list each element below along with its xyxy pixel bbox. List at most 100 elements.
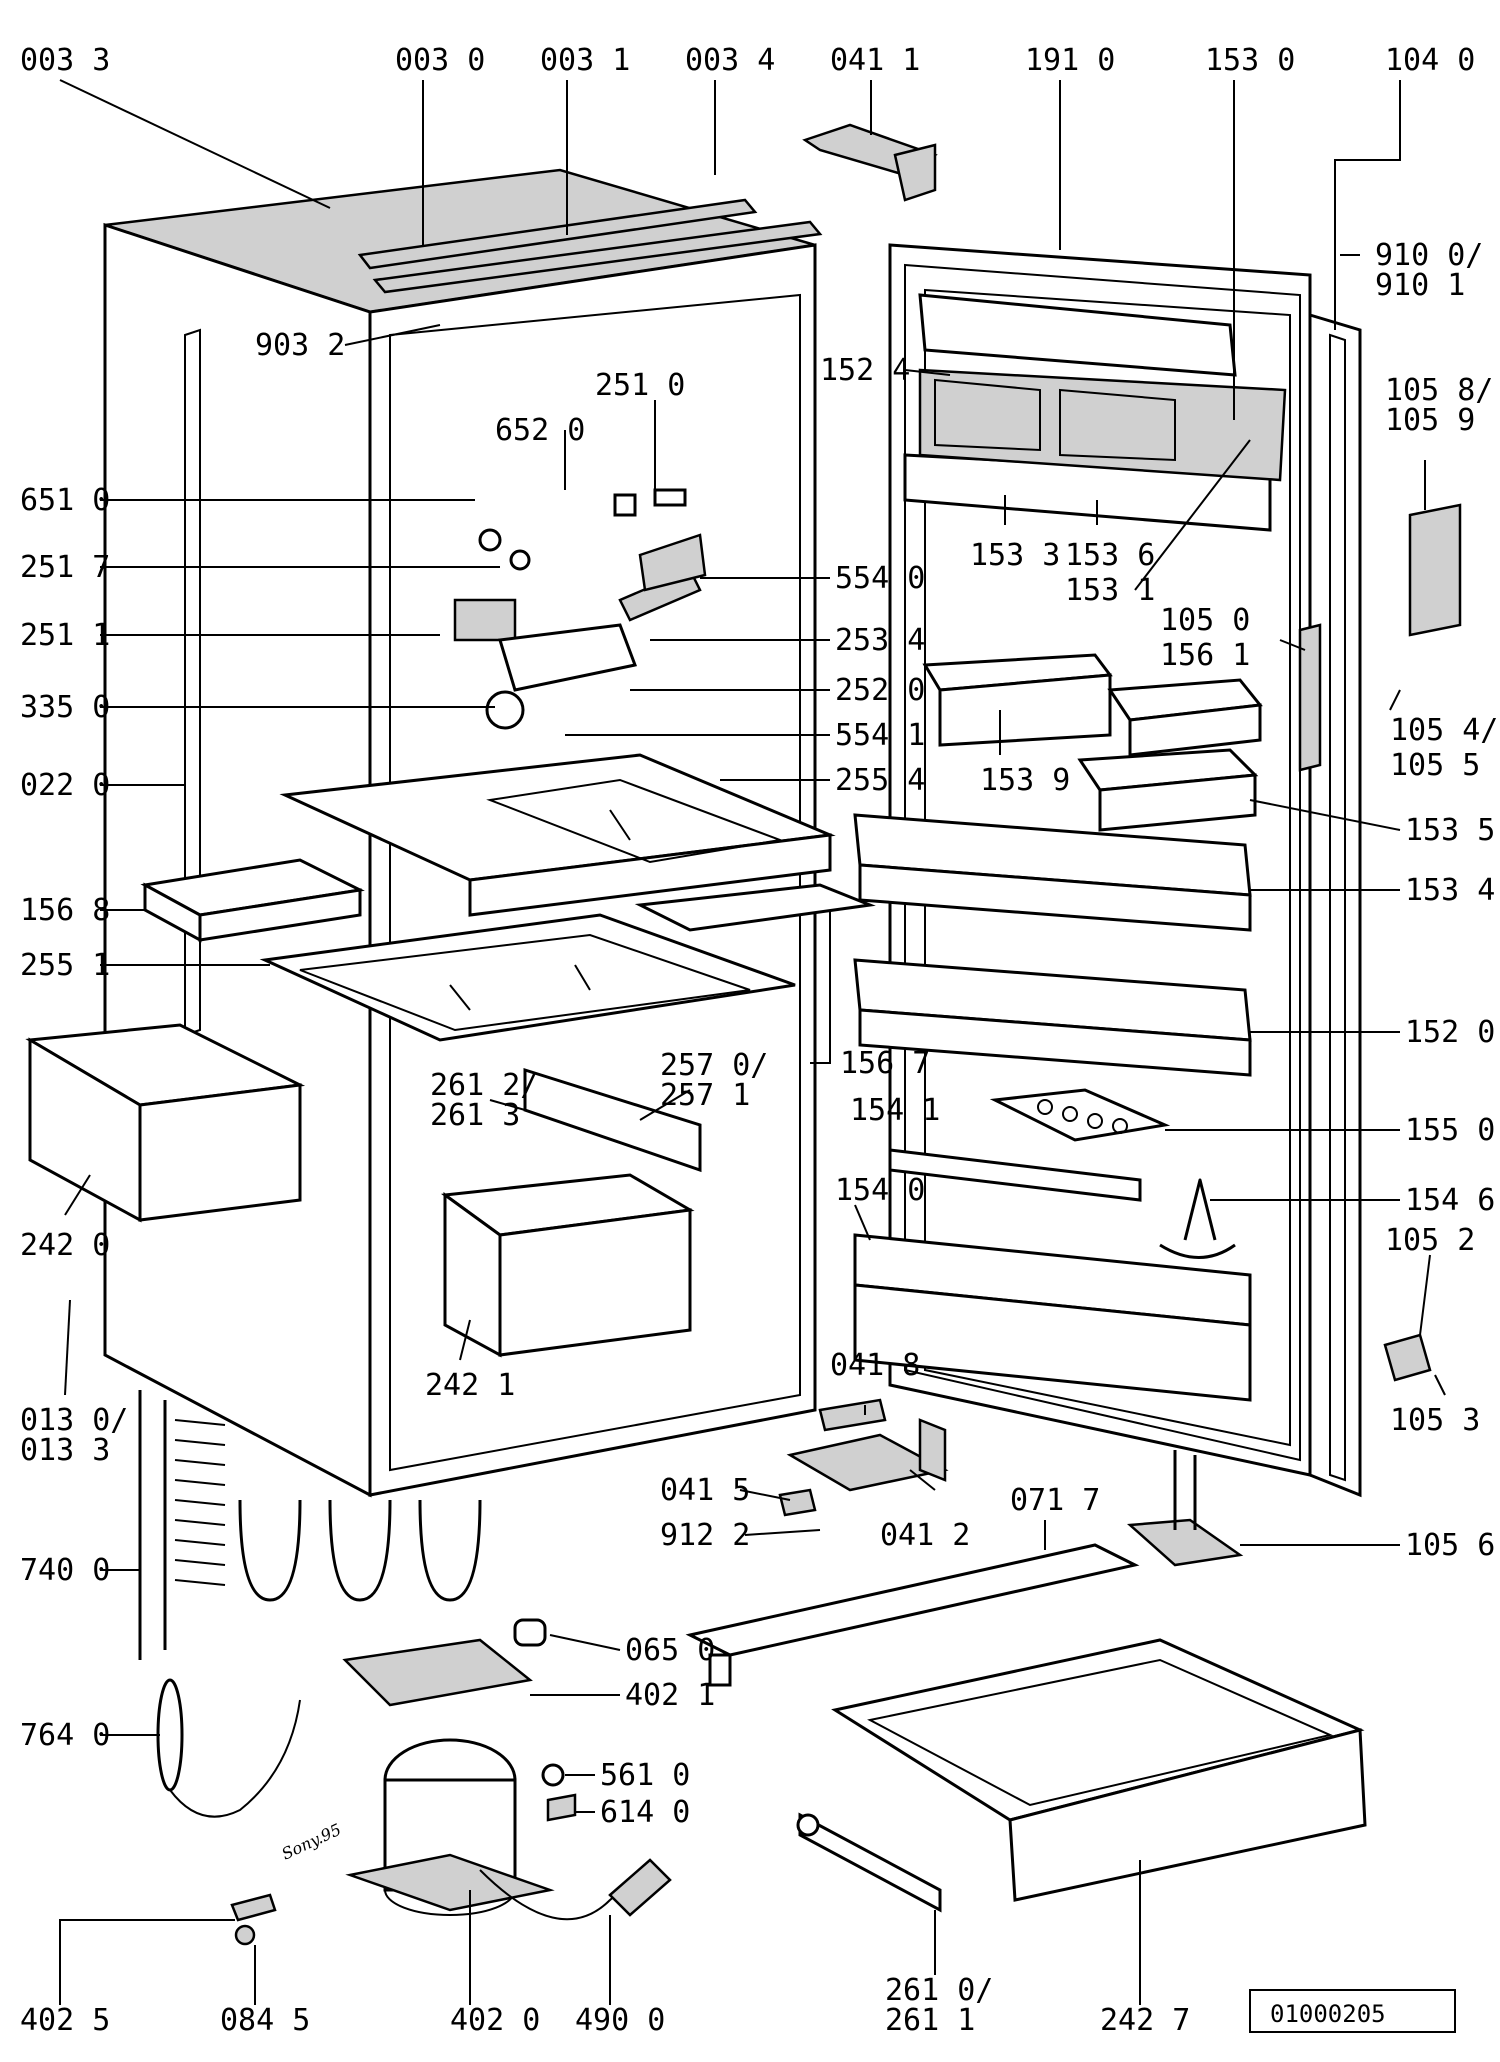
part-label: 554 1 bbox=[835, 718, 925, 753]
leader-lines bbox=[59, 79, 1446, 2005]
part-label: 154 1 bbox=[850, 1093, 940, 1128]
door-bin-1540 bbox=[853, 1233, 1252, 1402]
handwritten-date: Sony.95 bbox=[279, 1820, 344, 1864]
part-label: 764 0 bbox=[20, 1718, 110, 1753]
freezer-compartment bbox=[279, 753, 836, 917]
part-label: 156 1 bbox=[1160, 638, 1250, 673]
part-label: 105 4/ bbox=[1390, 713, 1498, 748]
part-label: 651 0 bbox=[20, 483, 110, 518]
part-label: 261 3 bbox=[430, 1098, 520, 1133]
thermostat-assembly bbox=[453, 488, 707, 730]
compressor-mount-4021 bbox=[342, 1638, 533, 1707]
part-label: 003 1 bbox=[540, 43, 630, 78]
ice-tray bbox=[140, 858, 365, 943]
part-label: 105 6 bbox=[1405, 1528, 1495, 1563]
part-label: 154 6 bbox=[1405, 1183, 1495, 1218]
part-label: 152 0 bbox=[1405, 1015, 1495, 1050]
crisper-drawer-small bbox=[440, 1173, 695, 1358]
part-label: 105 8/ bbox=[1385, 373, 1493, 408]
part-label: 251 7 bbox=[20, 550, 110, 585]
part-label: 402 5 bbox=[20, 2003, 110, 2038]
shelf-support bbox=[523, 1067, 702, 1173]
door-bin-1534 bbox=[853, 813, 1252, 932]
part-label: 191 0 bbox=[1025, 43, 1115, 78]
small-parts bbox=[230, 1398, 887, 1946]
part-label: 261 2/ bbox=[430, 1068, 538, 1103]
part-label: 242 7 bbox=[1100, 2003, 1190, 2038]
top-hinge-0411 bbox=[802, 123, 938, 202]
part-label: 554 0 bbox=[835, 561, 925, 596]
drip-tray bbox=[634, 883, 876, 932]
drawing-id-box: 01000205 bbox=[1249, 1989, 1456, 2033]
part-label: 251 0 bbox=[595, 368, 685, 403]
part-label: 153 4 bbox=[1405, 873, 1495, 908]
condenser-vents bbox=[174, 1419, 226, 1586]
part-label: 257 1 bbox=[660, 1078, 750, 1113]
part-label: 041 8 bbox=[830, 1348, 920, 1383]
part-label: 013 0/ bbox=[20, 1403, 128, 1438]
part-label: 335 0 bbox=[20, 690, 110, 725]
part-label: 740 0 bbox=[20, 1553, 110, 1588]
part-label: 022 0 bbox=[20, 768, 110, 803]
part-label: 003 4 bbox=[685, 43, 775, 78]
part-label: 912 2 bbox=[660, 1518, 750, 1553]
part-labels: 003 3 003 0 003 1 003 4 041 1 191 0 153 … bbox=[20, 43, 1498, 2038]
bottle-retainer bbox=[888, 1148, 1142, 1202]
part-label: 910 0/ bbox=[1375, 238, 1483, 273]
part-label: 153 9 bbox=[980, 763, 1070, 798]
part-label: 156 7 bbox=[840, 1046, 930, 1081]
part-label: 003 3 bbox=[20, 43, 110, 78]
part-label: 561 0 bbox=[600, 1758, 690, 1793]
crisper-drawer-large bbox=[25, 1023, 306, 1223]
part-label: 041 1 bbox=[830, 43, 920, 78]
part-label: 084 5 bbox=[220, 2003, 310, 2038]
part-label: 154 0 bbox=[835, 1173, 925, 1208]
part-label: 153 0 bbox=[1205, 43, 1295, 78]
part-label: 153 3 bbox=[970, 538, 1060, 573]
glass-shelf-lower bbox=[259, 913, 796, 1042]
part-label: 253 4 bbox=[835, 623, 925, 658]
part-label: 652 0 bbox=[495, 413, 585, 448]
bottle-divider bbox=[1159, 1178, 1236, 1259]
part-label: 105 3 bbox=[1390, 1403, 1480, 1438]
part-label: 105 5 bbox=[1390, 748, 1480, 783]
part-label: 105 9 bbox=[1385, 403, 1475, 438]
part-label: 261 1 bbox=[885, 2003, 975, 2038]
part-label: 242 1 bbox=[425, 1368, 515, 1403]
part-label: 257 0/ bbox=[660, 1048, 768, 1083]
part-label: 105 2 bbox=[1385, 1223, 1475, 1258]
part-label: 261 0/ bbox=[885, 1973, 993, 2008]
part-label: 071 7 bbox=[1010, 1483, 1100, 1518]
butter-box-1561 bbox=[1107, 678, 1263, 757]
dairy-compartment bbox=[903, 293, 1287, 532]
vegetable-drawer-2427 bbox=[831, 1638, 1367, 1902]
part-label: 251 1 bbox=[20, 618, 110, 653]
door-handle-strip bbox=[1298, 623, 1322, 772]
part-label: 490 0 bbox=[575, 2003, 665, 2038]
power-cord-4900 bbox=[479, 1858, 672, 1921]
part-label: 152 4 bbox=[820, 353, 910, 388]
part-label: 041 5 bbox=[660, 1473, 750, 1508]
hinge-1058 bbox=[1408, 503, 1462, 637]
part-label: 402 0 bbox=[450, 2003, 540, 2038]
part-label: 255 1 bbox=[20, 948, 110, 983]
part-label: 105 0 bbox=[1160, 603, 1250, 638]
part-label: 252 0 bbox=[835, 673, 925, 708]
kick-plate-0717 bbox=[685, 1543, 1140, 1687]
door-bin-1520 bbox=[853, 958, 1252, 1077]
part-label: 155 0 bbox=[1405, 1113, 1495, 1148]
capillary-7640 bbox=[156, 1678, 301, 1818]
part-label: 255 4 bbox=[835, 763, 925, 798]
part-label: 242 0 bbox=[20, 1228, 110, 1263]
part-label: 910 1 bbox=[1375, 268, 1465, 303]
part-label: 402 1 bbox=[625, 1678, 715, 1713]
part-label: 156 8 bbox=[20, 893, 110, 928]
part-label: 065 0 bbox=[625, 1633, 715, 1668]
compressor bbox=[345, 1738, 555, 1916]
door-stop-1056 bbox=[1126, 1450, 1244, 1567]
drawing-id: 01000205 bbox=[1270, 2000, 1386, 2028]
butter-box-1535 bbox=[1077, 748, 1259, 832]
part-label: 614 0 bbox=[600, 1795, 690, 1830]
egg-tray bbox=[989, 1088, 1171, 1142]
